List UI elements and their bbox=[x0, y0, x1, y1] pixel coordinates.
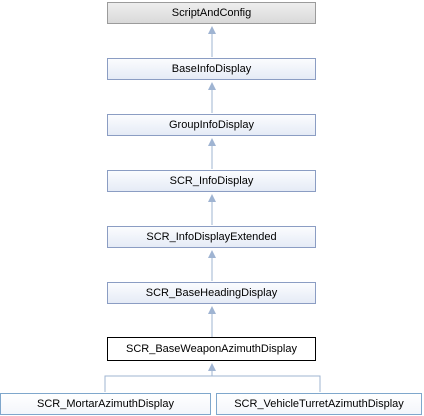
edge-children-to-scr-baseweaponazimuthdisplay bbox=[104, 375, 321, 392]
class-node-label: SCR_VehicleTurretAzimuthDisplay bbox=[234, 398, 404, 410]
class-node-groupinfodisplay[interactable]: GroupInfoDisplay bbox=[107, 114, 316, 136]
class-node-baseinfodisplay[interactable]: BaseInfoDisplay bbox=[107, 58, 316, 80]
class-node-scr-baseheadingdisplay[interactable]: SCR_BaseHeadingDisplay bbox=[107, 282, 316, 304]
class-node-label: SCR_InfoDisplay bbox=[169, 175, 254, 187]
class-node-scr-baseweaponazimuthdisplay[interactable]: SCR_BaseWeaponAzimuthDisplay bbox=[107, 337, 316, 361]
class-node-scr-mortarazimuthdisplay[interactable]: SCR_MortarAzimuthDisplay bbox=[0, 393, 211, 415]
class-node-scr-infodisplay[interactable]: SCR_InfoDisplay bbox=[107, 170, 316, 192]
class-node-label: SCR_InfoDisplayExtended bbox=[146, 231, 277, 243]
class-node-label: SCR_MortarAzimuthDisplay bbox=[37, 398, 174, 410]
class-node-scr-vehicleturretazimuthdisplay[interactable]: SCR_VehicleTurretAzimuthDisplay bbox=[216, 393, 422, 415]
class-node-label: SCR_BaseWeaponAzimuthDisplay bbox=[126, 343, 297, 355]
class-node-label: BaseInfoDisplay bbox=[171, 63, 252, 75]
class-node-label: SCR_BaseHeadingDisplay bbox=[145, 287, 278, 299]
class-node-label: GroupInfoDisplay bbox=[169, 119, 254, 131]
class-node-scriptandconfig[interactable]: ScriptAndConfig bbox=[107, 2, 316, 24]
class-node-label: ScriptAndConfig bbox=[171, 7, 252, 19]
class-node-scr-infodisplayextended[interactable]: SCR_InfoDisplayExtended bbox=[107, 226, 316, 248]
